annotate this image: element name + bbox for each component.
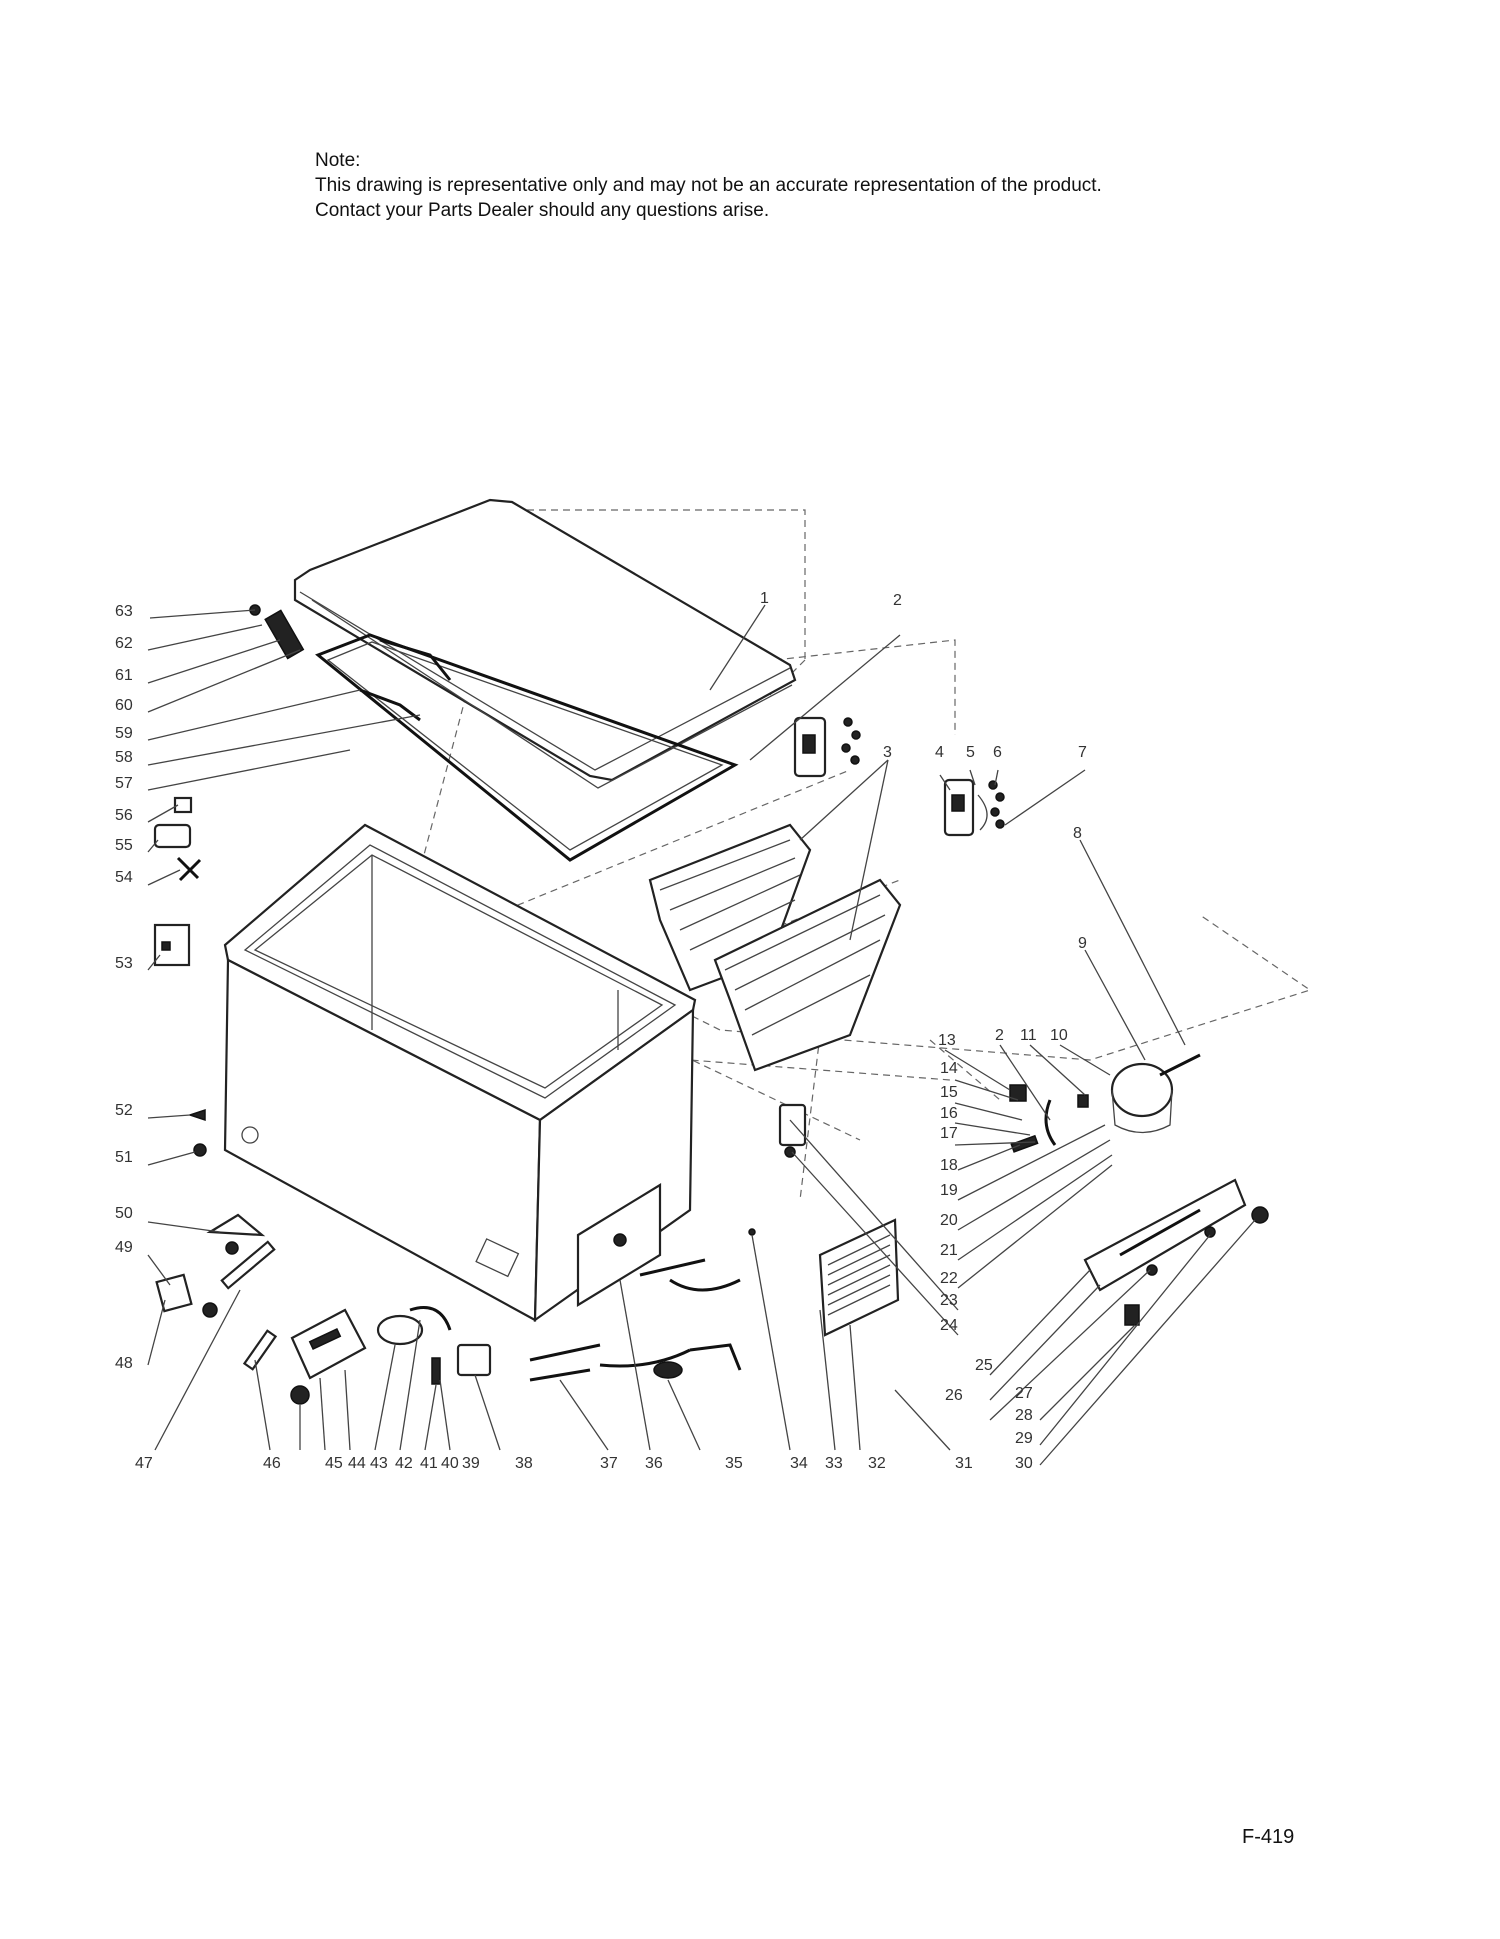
callout-32: 32 xyxy=(868,1455,886,1472)
callout-36: 36 xyxy=(645,1455,663,1472)
cabinet-body xyxy=(223,823,697,1323)
callout-25: 25 xyxy=(975,1357,993,1374)
callout-56: 56 xyxy=(115,807,133,824)
callout-28: 28 xyxy=(1015,1407,1033,1424)
callout-54: 54 xyxy=(115,869,133,886)
callout-39: 39 xyxy=(462,1455,480,1472)
callout-6: 6 xyxy=(993,744,1002,761)
leader-lines xyxy=(147,604,1256,1466)
callout-38: 38 xyxy=(515,1455,533,1472)
callout-3: 3 xyxy=(883,744,892,761)
callout-18: 18 xyxy=(940,1157,958,1174)
callout-60: 60 xyxy=(115,697,133,714)
callout-59: 59 xyxy=(115,725,133,742)
callout-17: 17 xyxy=(940,1125,958,1142)
callout-33: 33 xyxy=(825,1455,843,1472)
note-heading: Note: xyxy=(315,150,361,171)
callout-44: 44 xyxy=(348,1455,366,1472)
callout-15: 15 xyxy=(940,1084,958,1101)
callout-26: 26 xyxy=(945,1387,963,1404)
callout-55: 55 xyxy=(115,837,133,854)
callout-24: 24 xyxy=(940,1317,958,1334)
callout-13: 13 xyxy=(938,1032,956,1049)
callout-22: 22 xyxy=(940,1270,958,1287)
callout-42: 42 xyxy=(395,1455,413,1472)
callout-14: 14 xyxy=(940,1060,958,1077)
note-block: Note: This drawing is representative onl… xyxy=(315,148,1102,223)
callout-labels: 1 2 3 4 5 6 7 8 9 10 11 2 13 14 15 16 17… xyxy=(115,590,1087,1472)
callout-57: 57 xyxy=(115,775,133,792)
callout-11: 11 xyxy=(1020,1027,1037,1044)
callout-48: 48 xyxy=(115,1355,133,1372)
callout-29: 29 xyxy=(1015,1430,1033,1447)
callout-34: 34 xyxy=(790,1455,808,1472)
page-code: F-419 xyxy=(1242,1826,1295,1848)
lid-assembly xyxy=(249,498,797,862)
callout-47: 47 xyxy=(135,1455,153,1472)
callout-8: 8 xyxy=(1073,825,1082,842)
callout-63: 63 xyxy=(115,603,133,620)
callout-7: 7 xyxy=(1078,744,1087,761)
callout-1: 1 xyxy=(760,590,769,607)
callout-43: 43 xyxy=(370,1455,388,1472)
callout-62: 62 xyxy=(115,635,133,652)
callout-9: 9 xyxy=(1078,935,1087,952)
callout-2: 2 xyxy=(893,592,902,609)
callout-27: 27 xyxy=(1015,1385,1033,1402)
callout-45: 45 xyxy=(325,1455,343,1472)
callout-10: 10 xyxy=(1050,1027,1068,1044)
compressor-group xyxy=(778,1053,1269,1326)
hinges xyxy=(793,716,1005,837)
baskets xyxy=(648,823,902,1072)
callout-35: 35 xyxy=(725,1455,743,1472)
callout-58: 58 xyxy=(115,749,133,766)
callout-23: 23 xyxy=(940,1292,958,1309)
left-small-parts xyxy=(153,796,266,1318)
callout-19: 19 xyxy=(940,1182,958,1199)
callout-61: 61 xyxy=(115,667,133,684)
callout-40: 40 xyxy=(441,1455,459,1472)
callout-46: 46 xyxy=(263,1455,281,1472)
callout-41: 41 xyxy=(420,1455,438,1472)
condenser-grille xyxy=(818,1218,900,1337)
callout-4: 4 xyxy=(935,744,944,761)
note-line-1: This drawing is representative only and … xyxy=(315,175,1102,196)
callout-31: 31 xyxy=(955,1455,973,1472)
callout-30: 30 xyxy=(1015,1455,1033,1472)
callout-21: 21 xyxy=(940,1242,958,1259)
callout-49: 49 xyxy=(115,1239,133,1256)
callout-16: 16 xyxy=(940,1105,958,1122)
callout-52: 52 xyxy=(115,1102,133,1119)
callout-20: 20 xyxy=(940,1212,958,1229)
callout-51: 51 xyxy=(115,1149,133,1166)
callout-2b: 2 xyxy=(995,1027,1004,1044)
callout-50: 50 xyxy=(115,1205,133,1222)
bottom-small-parts xyxy=(220,1228,756,1405)
note-line-2: Contact your Parts Dealer should any que… xyxy=(315,200,770,221)
callout-5: 5 xyxy=(966,744,975,761)
callout-53: 53 xyxy=(115,955,133,972)
callout-37: 37 xyxy=(600,1455,618,1472)
